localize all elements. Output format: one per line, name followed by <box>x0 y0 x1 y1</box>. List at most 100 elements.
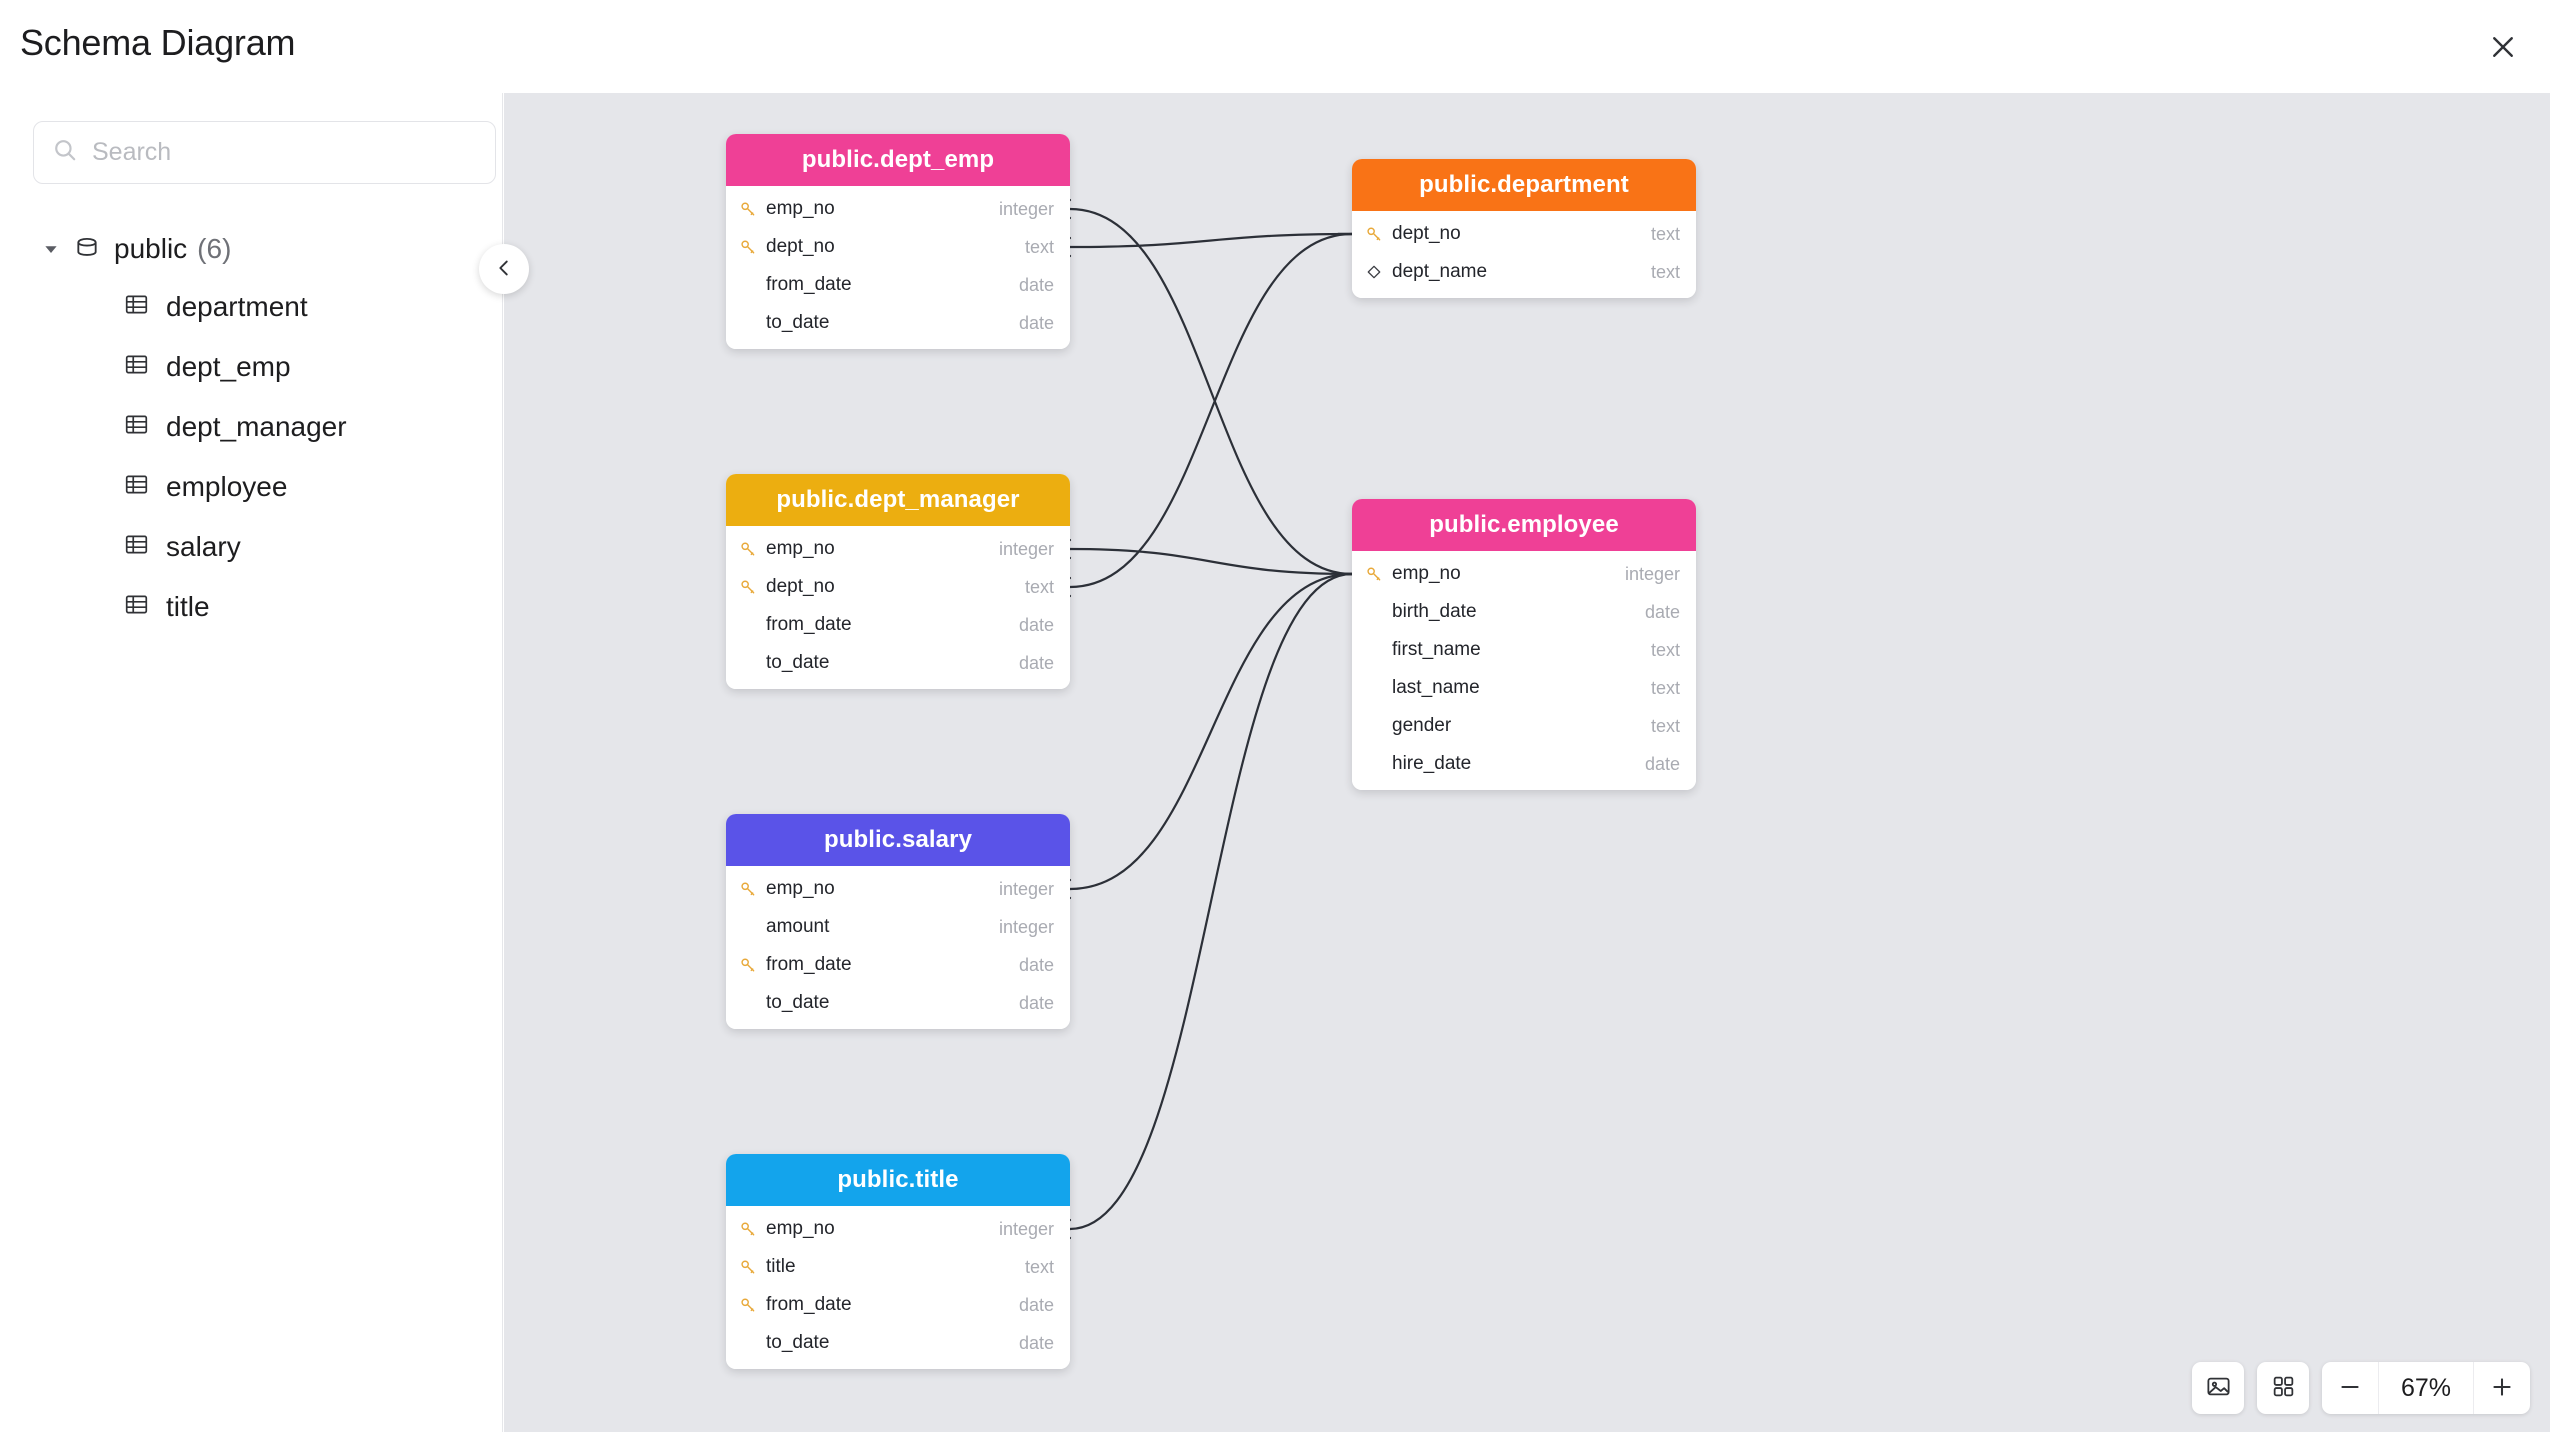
field-type: date <box>1018 614 1054 635</box>
field-name: to_date <box>766 312 830 333</box>
search-wrapper <box>33 121 496 184</box>
key-icon <box>738 1257 758 1277</box>
table-field-row[interactable]: hire_date date <box>1352 745 1696 783</box>
table-field-row[interactable]: title text <box>726 1248 1070 1286</box>
table-node-employee[interactable]: public.employee emp_no integer birth_dat… <box>1352 499 1696 790</box>
tree-root-label: public <box>114 233 188 264</box>
table-field-row[interactable]: emp_no integer <box>726 1210 1070 1248</box>
table-field-row[interactable]: to_date date <box>726 644 1070 682</box>
zoom-control-group: 67% <box>2322 1362 2530 1414</box>
table-node-fields: emp_no integer dept_no text from_date da… <box>726 526 1070 689</box>
table-field-row[interactable]: dept_no text <box>726 228 1070 266</box>
chevron-left-icon <box>493 257 515 282</box>
table-node-title: public.dept_emp <box>801 146 995 173</box>
zoom-level-label[interactable]: 67% <box>2378 1362 2474 1414</box>
table-node-fields: emp_no integer amount integer from_date … <box>726 866 1070 1029</box>
field-type: date <box>1018 954 1054 975</box>
table-field-row[interactable]: first_name text <box>1352 631 1696 669</box>
zoom-out-button[interactable] <box>2322 1362 2378 1414</box>
table-field-row[interactable]: to_date date <box>726 304 1070 342</box>
table-field-row[interactable]: emp_no integer <box>1352 555 1696 593</box>
table-node-title[interactable]: public.title emp_no integer title text f… <box>726 1154 1070 1369</box>
sidebar-item-salary[interactable]: salary <box>0 517 503 577</box>
table-node-fields: emp_no integer dept_no text from_date da… <box>726 186 1070 349</box>
caret-down-icon[interactable] <box>42 240 60 258</box>
table-node-header[interactable]: public.employee <box>1352 499 1696 551</box>
field-name: last_name <box>1392 677 1480 698</box>
field-name: emp_no <box>766 878 835 899</box>
field-name: amount <box>766 916 830 937</box>
table-node-title: public.title <box>837 1166 959 1193</box>
field-name: from_date <box>766 614 852 635</box>
close-button[interactable] <box>2478 22 2528 72</box>
field-type: text <box>1650 261 1680 282</box>
sidebar-item-title[interactable]: title <box>0 577 503 637</box>
field-type: integer <box>998 878 1054 899</box>
sidebar-collapse-button[interactable] <box>479 244 529 294</box>
field-name: emp_no <box>766 1218 835 1239</box>
sidebar-item-department[interactable]: department <box>0 277 503 337</box>
table-node-title: public.department <box>1419 171 1629 198</box>
zoom-in-button[interactable] <box>2474 1362 2530 1414</box>
table-field-row[interactable]: emp_no integer <box>726 530 1070 568</box>
search-input[interactable] <box>92 138 477 167</box>
table-node-header[interactable]: public.title <box>726 1154 1070 1206</box>
tree-item-list: department dept_emp dept_manager employe… <box>0 277 503 637</box>
table-node-fields: dept_no text dept_name text <box>1352 211 1696 298</box>
table-field-row[interactable]: emp_no integer <box>726 190 1070 228</box>
auto-layout-button[interactable] <box>2257 1362 2309 1414</box>
table-field-row[interactable]: birth_date date <box>1352 593 1696 631</box>
field-name: title <box>766 1256 796 1277</box>
table-field-row[interactable]: amount integer <box>726 908 1070 946</box>
sidebar-item-dept-emp[interactable]: dept_emp <box>0 337 503 397</box>
table-field-row[interactable]: gender text <box>1352 707 1696 745</box>
relationship-edge <box>1069 232 1353 589</box>
table-node-header[interactable]: public.dept_emp <box>726 134 1070 186</box>
table-node-header[interactable]: public.dept_manager <box>726 474 1070 526</box>
export-image-button[interactable] <box>2192 1362 2244 1414</box>
schema-tree: public (6) department dept_emp dept_mana… <box>0 221 503 637</box>
table-node-dept_emp[interactable]: public.dept_emp emp_no integer dept_no t… <box>726 134 1070 349</box>
table-node-header[interactable]: public.salary <box>726 814 1070 866</box>
table-field-row[interactable]: last_name text <box>1352 669 1696 707</box>
table-field-row[interactable]: to_date date <box>726 1324 1070 1362</box>
table-field-row[interactable]: from_date date <box>726 266 1070 304</box>
field-icon-placeholder <box>738 275 758 295</box>
table-field-row[interactable]: from_date date <box>726 1286 1070 1324</box>
table-field-row[interactable]: dept_name text <box>1352 253 1696 291</box>
table-node-title: public.employee <box>1429 511 1619 538</box>
sidebar-item-employee[interactable]: employee <box>0 457 503 517</box>
table-field-row[interactable]: from_date date <box>726 946 1070 984</box>
table-node-dept_manager[interactable]: public.dept_manager emp_no integer dept_… <box>726 474 1070 689</box>
diamond-icon <box>1364 262 1384 282</box>
field-type: integer <box>998 916 1054 937</box>
field-type: text <box>1650 223 1680 244</box>
field-type: integer <box>998 538 1054 559</box>
sidebar-item-label: salary <box>166 531 241 562</box>
field-icon-placeholder <box>738 1333 758 1353</box>
table-field-row[interactable]: dept_no text <box>1352 215 1696 253</box>
field-type: integer <box>1624 563 1680 584</box>
table-icon <box>123 411 150 443</box>
table-icon <box>123 471 150 503</box>
sidebar-item-dept-manager[interactable]: dept_manager <box>0 397 503 457</box>
field-name: to_date <box>766 1332 830 1353</box>
table-node-title: public.dept_manager <box>776 486 1020 513</box>
field-type: text <box>1024 236 1054 257</box>
table-field-row[interactable]: dept_no text <box>726 568 1070 606</box>
search-box[interactable] <box>33 121 496 184</box>
sidebar-item-label: dept_emp <box>166 351 291 382</box>
field-icon-placeholder <box>738 313 758 333</box>
table-node-department[interactable]: public.department dept_no text dept_name… <box>1352 159 1696 298</box>
table-field-row[interactable]: emp_no integer <box>726 870 1070 908</box>
table-node-header[interactable]: public.department <box>1352 159 1696 211</box>
relationship-edge <box>1069 572 1353 891</box>
table-field-row[interactable]: from_date date <box>726 606 1070 644</box>
table-node-salary[interactable]: public.salary emp_no integer amount inte… <box>726 814 1070 1029</box>
field-name: gender <box>1392 715 1452 736</box>
tree-root-public[interactable]: public (6) <box>0 221 503 277</box>
table-field-row[interactable]: to_date date <box>726 984 1070 1022</box>
diagram-canvas[interactable]: public.dept_emp emp_no integer dept_no t… <box>504 93 2550 1432</box>
field-name: dept_no <box>766 576 835 597</box>
